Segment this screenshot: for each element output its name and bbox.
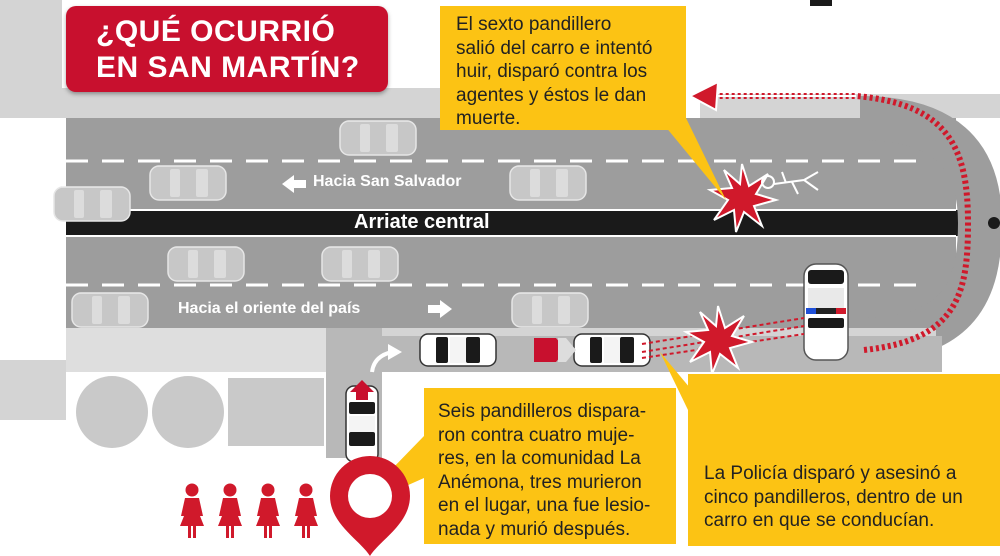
callout-police-shooting: La Policía disparó y asesinó a cinco pan… [688, 374, 1000, 546]
callout-line: huir, disparó contra los [456, 61, 648, 82]
turn-arrow-icon [687, 80, 720, 112]
woman-figure-icon [218, 483, 242, 538]
callout-line: carro en que se conducían. [704, 510, 935, 531]
label-hacia-san-salvador: Hacia San Salvador [313, 173, 462, 190]
right-arrow-icon [428, 300, 452, 318]
callout-line: muerte. [456, 108, 521, 129]
label-arriate-central: Arriate central [354, 211, 490, 233]
callout-line: agentes y éstos le dan [456, 84, 647, 106]
callout-line: nada y murió después. [438, 518, 631, 540]
callout-line: cinco pandilleros, dentro de un [704, 486, 963, 508]
woman-figure-icon [294, 483, 318, 538]
car-icon [573, 333, 651, 367]
callout-line: La Policía disparó y asesinó a [704, 463, 957, 484]
label-hacia-oriente: Hacia el oriente del país [178, 300, 361, 317]
page-title: ¿QUÉ OCURRIÓ EN SAN MARTÍN? [96, 14, 386, 86]
title-line-2: EN SAN MARTÍN? [96, 51, 360, 84]
title-line-1: ¿QUÉ OCURRIÓ [96, 15, 336, 48]
title-banner: ¿QUÉ OCURRIÓ EN SAN MARTÍN? [66, 6, 388, 92]
left-arrow-icon [282, 175, 306, 193]
turn-arrow-icon [350, 380, 374, 400]
location-pin-icon [330, 456, 410, 556]
body-outline-icon [761, 171, 819, 195]
callout-line: res, en la comunidad La [438, 448, 641, 469]
callout-line: Seis pandilleros dispara- [438, 401, 647, 422]
callout-sixth-gang-member: El sexto pandillero salió del carro e in… [440, 6, 686, 130]
woman-figure-icon [256, 483, 280, 538]
callout-line: Anémona, tres murieron [438, 471, 642, 493]
woman-figure-icon [180, 483, 204, 538]
callout-line: salió del carro e intentó [456, 37, 653, 59]
callout-line: El sexto pandillero [456, 14, 612, 35]
callout-women-attack: Seis pandilleros dispara- ron contra cua… [424, 388, 676, 544]
police-car-icon [803, 263, 849, 361]
car-icon [419, 333, 497, 367]
callout-line: en el lugar, una fue lesio- [438, 495, 651, 516]
callout-line: ron contra cuatro muje- [438, 424, 635, 446]
